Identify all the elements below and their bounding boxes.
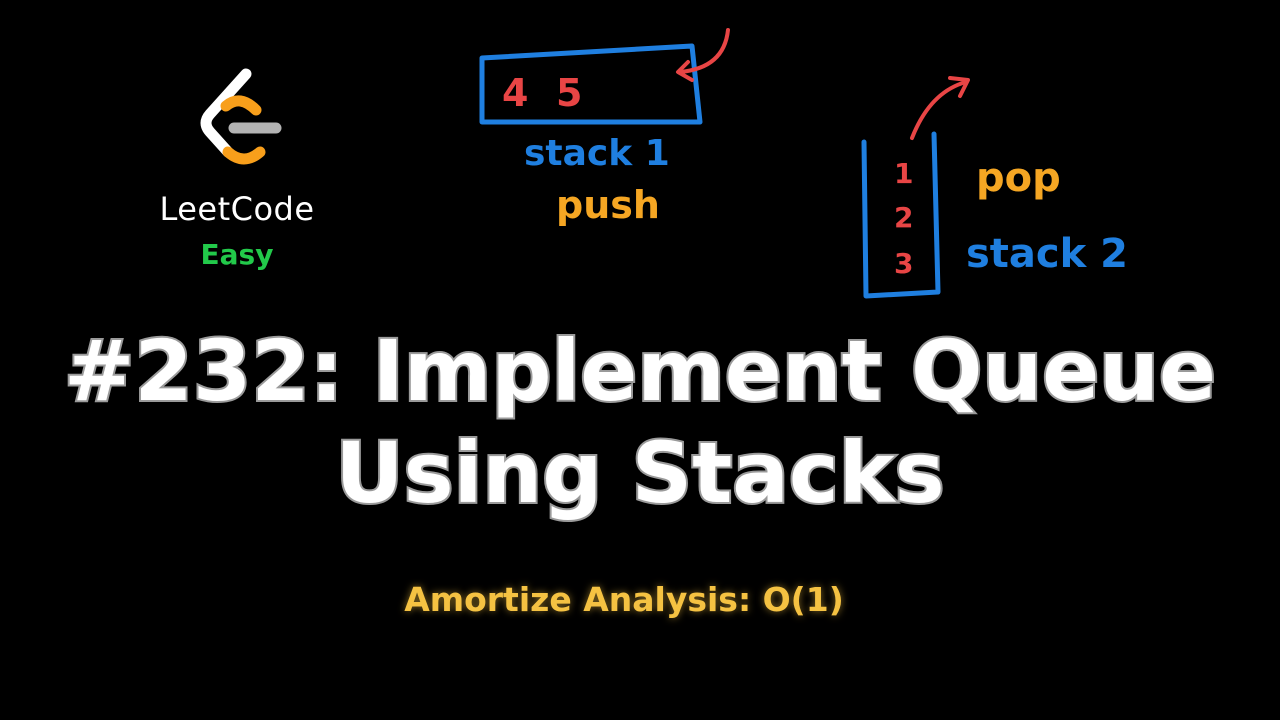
stack2-operation: pop — [976, 155, 1061, 201]
title-line-2: Using Stacks — [333, 422, 946, 524]
stack1-operation: push — [556, 183, 660, 227]
title-line-1: #232: Implement Queue — [62, 320, 1218, 422]
pop-arrow-icon — [910, 80, 968, 140]
subtitle: Amortize Analysis: O(1) — [404, 580, 844, 619]
stack2-item: 2 — [894, 201, 914, 234]
stack1-item: 5 — [556, 71, 583, 115]
stack2-item: 1 — [894, 157, 914, 190]
stack2-item: 3 — [894, 247, 914, 280]
video-title: #232: Implement Queue Using Stacks — [40, 320, 1240, 524]
stack2-box — [861, 131, 941, 299]
difficulty-badge: Easy — [200, 238, 274, 271]
stack1-label: stack 1 — [524, 133, 670, 174]
brand-name: LeetCode — [159, 190, 315, 228]
leetcode-logo-icon — [200, 68, 282, 165]
stack1-box — [479, 43, 703, 125]
push-arrow-icon — [678, 28, 730, 74]
stack1-item: 4 — [502, 71, 529, 115]
stack2-label: stack 2 — [966, 231, 1128, 277]
